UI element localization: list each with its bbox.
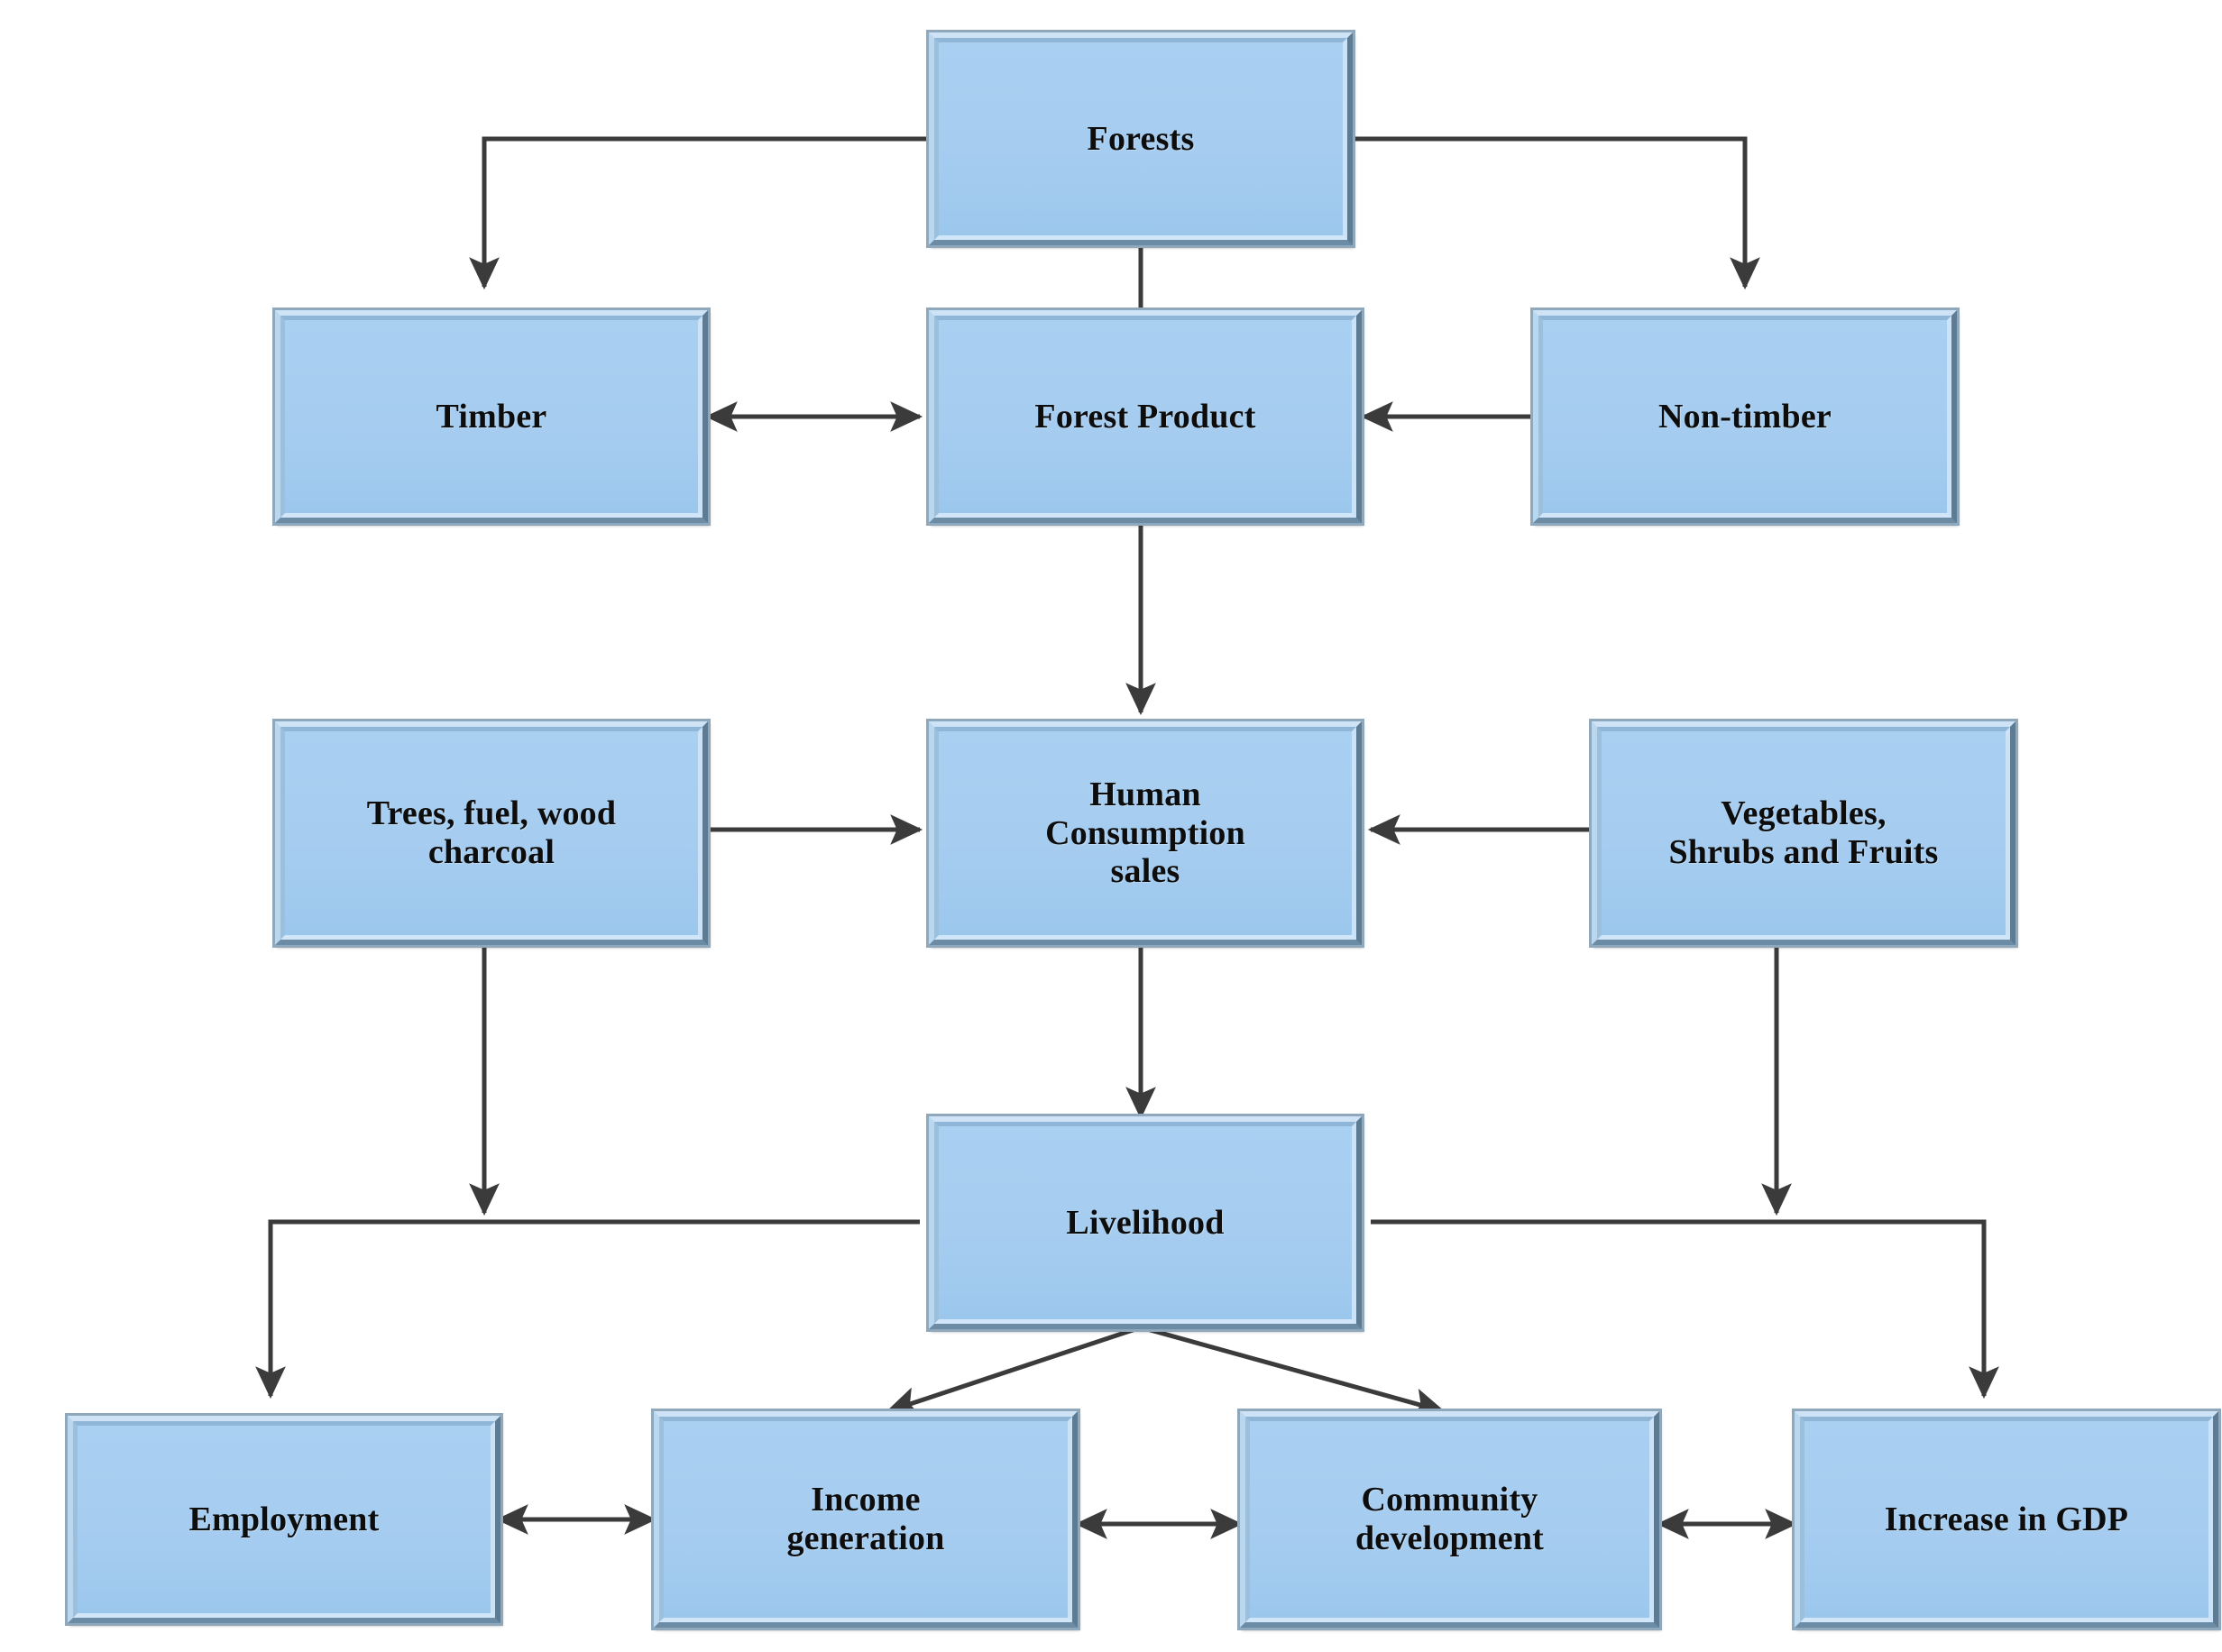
node-employment-inner: Employment [73,1421,495,1618]
node-increase-gdp-label: Increase in GDP [1884,1500,2129,1538]
node-community-development-inner: Community development [1245,1417,1654,1622]
node-forest-product-inner: Forest Product [934,316,1356,518]
node-human-consumption[interactable]: Human Consumption sales [929,721,1362,945]
node-forest-product-label: Forest Product [1034,397,1256,436]
node-human-consumption-label: Human Consumption sales [1045,776,1245,891]
node-forests[interactable]: Forests [929,32,1353,245]
node-employment-label: Employment [188,1500,380,1538]
node-non-timber-label: Non-timber [1658,397,1832,436]
node-forests-inner: Forests [934,38,1347,240]
node-income-generation-inner: Income generation [659,1417,1072,1622]
node-human-consumption-inner: Human Consumption sales [934,727,1356,940]
node-trees-fuel-wood-inner: Trees, fuel, wood charcoal [280,727,702,940]
node-trees-fuel-wood[interactable]: Trees, fuel, wood charcoal [275,721,708,945]
node-vegetables-inner: Vegetables, Shrubs and Fruits [1597,727,2010,940]
edge-livelihood-bus-right [1371,1219,1999,1400]
node-timber-label: Timber [436,397,547,436]
edge-forests-to-non-timber [1353,136,1760,290]
edge-livelihood-to-income-generation [886,1325,1142,1417]
node-livelihood-label: Livelihood [1066,1203,1225,1242]
node-employment[interactable]: Employment [68,1416,500,1623]
node-income-generation-label: Income generation [786,1481,945,1557]
node-community-development[interactable]: Community development [1240,1411,1659,1628]
node-non-timber-inner: Non-timber [1538,316,1951,518]
node-increase-gdp[interactable]: Increase in GDP [1795,1411,2218,1628]
node-forest-product[interactable]: Forest Product [929,310,1362,523]
node-timber[interactable]: Timber [275,310,708,523]
node-vegetables[interactable]: Vegetables, Shrubs and Fruits [1592,721,2015,945]
node-vegetables-label: Vegetables, Shrubs and Fruits [1668,794,1939,871]
edge-forests-to-timber [469,136,929,290]
node-livelihood[interactable]: Livelihood [929,1116,1362,1329]
node-forests-label: Forests [1087,119,1195,158]
node-livelihood-inner: Livelihood [934,1122,1356,1324]
node-community-development-label: Community development [1354,1481,1545,1557]
node-increase-gdp-inner: Increase in GDP [1800,1417,2213,1622]
edge-livelihood-to-community-development [1140,1325,1446,1418]
node-timber-inner: Timber [280,316,702,518]
node-income-generation[interactable]: Income generation [654,1411,1078,1628]
node-trees-fuel-wood-label: Trees, fuel, wood charcoal [366,794,617,871]
edge-livelihood-bus-left [255,1219,920,1400]
node-non-timber[interactable]: Non-timber [1533,310,1957,523]
